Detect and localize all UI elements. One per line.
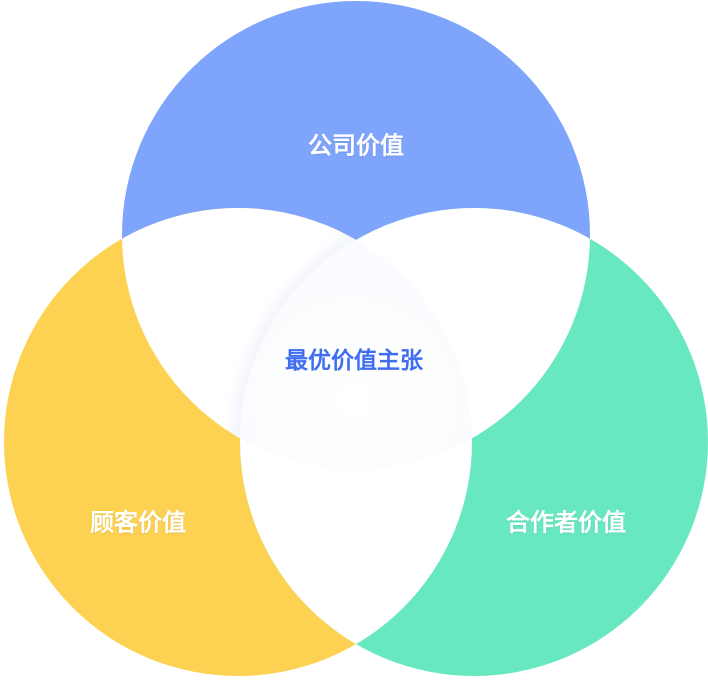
partner-value-label: 合作者价值 bbox=[506, 508, 626, 537]
customer-value-label: 顾客价值 bbox=[90, 508, 186, 537]
company-value-label: 公司价值 bbox=[308, 131, 404, 160]
optimal-value-proposition-label: 最优价值主张 bbox=[285, 348, 423, 374]
